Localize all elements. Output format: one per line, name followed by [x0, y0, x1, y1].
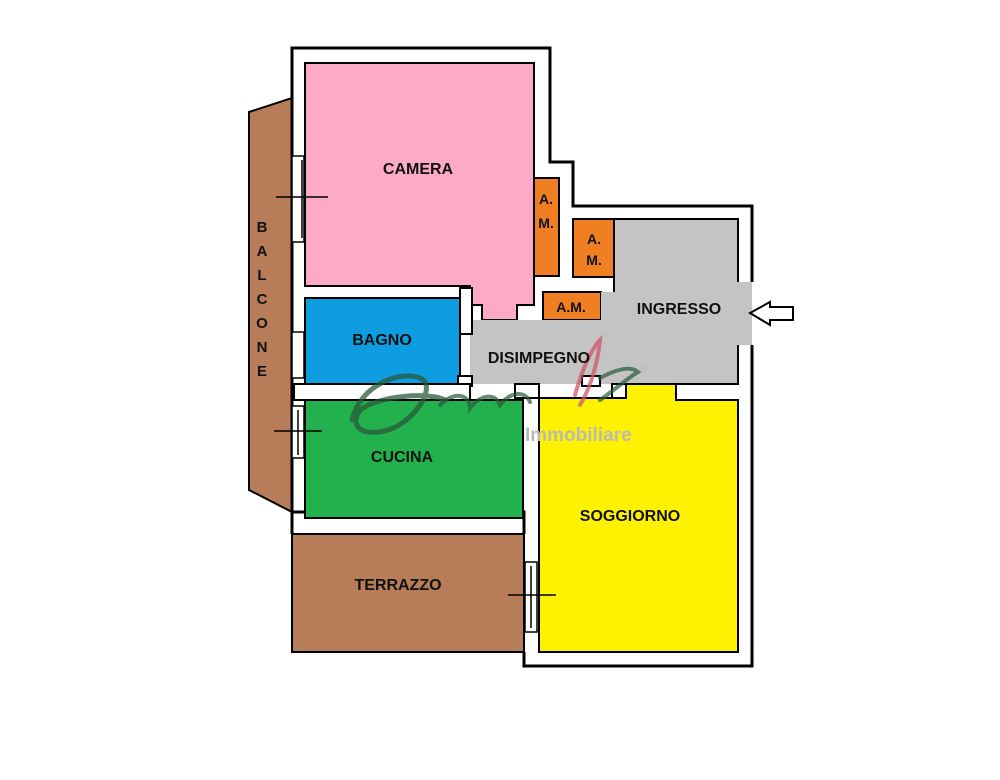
closet-small-label: A.M. [556, 299, 586, 315]
balcone-area [248, 96, 293, 514]
balcone-label: B A L C O N E [256, 219, 268, 380]
soggiorno-area [538, 383, 739, 653]
closet-top [533, 177, 560, 277]
arrow-left-icon [747, 300, 794, 327]
terrazzo-area [291, 533, 525, 653]
watermark-subtitle: Immobiliare [525, 425, 632, 446]
window-cross-marks [274, 160, 556, 628]
ingresso-label: INGRESSO [637, 301, 721, 318]
cucina-label: CUCINA [371, 449, 434, 466]
bagno-area [304, 297, 461, 386]
camera-area [304, 62, 535, 321]
balcone-letter: N [257, 339, 268, 356]
closet-mid [572, 218, 615, 278]
balcone-letter: A [257, 243, 268, 260]
balcone-letter: B [257, 219, 268, 236]
balcone-letter: O [256, 315, 268, 332]
closet-mid-label-1: A. [587, 231, 601, 247]
cucina-area [304, 399, 524, 519]
camera-label: CAMERA [383, 161, 454, 178]
disimpegno-area [470, 320, 614, 384]
balcone-letter: E [257, 363, 267, 380]
closet-top-label-1: A. [539, 191, 553, 207]
closet-small [542, 291, 602, 321]
watermark-registered: ® [641, 364, 648, 374]
closet-mid-label-2: M. [586, 252, 602, 268]
balcone-letter: C [257, 291, 268, 308]
ingresso-area [601, 219, 752, 384]
balcone-letter: L [257, 267, 266, 284]
bagno-label: BAGNO [352, 332, 412, 349]
bagno-door-jamb [459, 287, 473, 335]
watermark-logo [349, 334, 642, 435]
terrazzo-label: TERRAZZO [354, 577, 441, 594]
soggiorno-label: SOGGIORNO [580, 508, 680, 525]
closet-top-label-2: M. [538, 215, 554, 231]
disimpegno-label: DISIMPEGNO [488, 350, 590, 367]
